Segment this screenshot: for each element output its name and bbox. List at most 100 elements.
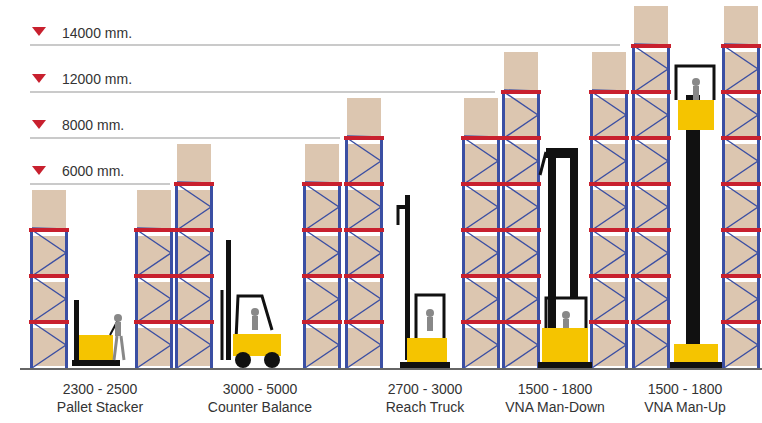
vna-fork — [540, 152, 546, 175]
rack-brace — [504, 276, 538, 299]
pallet-load — [137, 190, 171, 228]
rack-brace — [32, 230, 66, 253]
forklift-cab — [236, 296, 272, 340]
height-marker — [32, 74, 46, 83]
stacker-forks — [72, 360, 120, 366]
rack-brace — [504, 138, 538, 161]
rack-brace — [634, 322, 668, 345]
operator-figure — [121, 336, 124, 360]
rack-brace — [592, 276, 626, 299]
rack-brace — [177, 322, 211, 345]
truck-name: VNA Man-Up — [644, 400, 726, 415]
rack-brace — [305, 299, 339, 322]
rack-brace — [724, 92, 758, 115]
rack-brace — [634, 207, 668, 230]
vna-base — [538, 362, 592, 368]
forklift-fork — [221, 290, 224, 360]
rack-beam — [461, 228, 501, 232]
vna-up-cab — [678, 100, 714, 112]
height-line — [30, 44, 620, 46]
rack-brace — [634, 115, 668, 138]
rack-brace — [177, 276, 211, 299]
rack-brace — [137, 322, 171, 345]
rack-brace — [32, 276, 66, 299]
reach-mast — [405, 195, 410, 360]
rack-beam — [721, 228, 761, 232]
rack-brace — [347, 184, 381, 207]
rack-brace — [305, 276, 339, 299]
rack-beam — [174, 274, 214, 278]
rack-beam — [501, 90, 541, 94]
rack-upright — [30, 228, 33, 368]
rack-brace — [464, 230, 498, 253]
rack-beam — [174, 228, 214, 232]
rack-brace — [347, 253, 381, 276]
vna-up-mast — [686, 95, 700, 360]
pallet-load — [724, 6, 758, 44]
rack-brace — [177, 230, 211, 253]
aisle-width: 1500 - 1800 — [648, 382, 723, 397]
vna-up-cage — [676, 66, 714, 100]
forklift-wheel — [264, 352, 280, 368]
rack-brace — [137, 276, 171, 299]
rack-beam — [134, 274, 174, 278]
rack-brace — [177, 253, 211, 276]
rack-brace — [724, 253, 758, 276]
rack-brace — [347, 138, 381, 161]
rack-beam — [631, 136, 671, 140]
rack-beam — [461, 136, 501, 140]
aisle-width: 2700 - 3000 — [388, 382, 463, 397]
operator-figure — [114, 336, 117, 360]
rack-brace — [504, 253, 538, 276]
pallet-load — [305, 144, 339, 182]
rack-brace — [464, 184, 498, 207]
rack-brace — [305, 184, 339, 207]
stacker-body — [79, 335, 113, 360]
rack-beam — [631, 228, 671, 232]
rack-brace — [347, 161, 381, 184]
rack-brace — [464, 207, 498, 230]
rack-brace — [504, 345, 538, 368]
rack-beam — [134, 320, 174, 324]
forklift-wheel — [235, 352, 251, 368]
rack-brace — [634, 69, 668, 92]
pallet-load — [592, 52, 626, 90]
height-line — [30, 91, 495, 93]
height-label: 14000 mm. — [60, 26, 134, 41]
rack-brace — [634, 345, 668, 368]
rack-brace — [347, 230, 381, 253]
rack-beam — [302, 320, 342, 324]
rack-brace — [305, 207, 339, 230]
rack-upright — [497, 136, 500, 368]
rack-beam — [721, 320, 761, 324]
height-marker — [32, 166, 46, 175]
rack-brace — [504, 92, 538, 115]
rack-brace — [724, 69, 758, 92]
rack-brace — [592, 115, 626, 138]
rack-brace — [177, 184, 211, 207]
rack-brace — [592, 322, 626, 345]
rack-upright — [170, 228, 173, 368]
rack-brace — [634, 161, 668, 184]
height-label: 8000 mm. — [60, 118, 126, 133]
rack-brace — [347, 276, 381, 299]
truck-name: Pallet Stacker — [57, 400, 143, 415]
truck-name: Reach Truck — [386, 400, 465, 415]
rack-beam — [344, 320, 384, 324]
rack-brace — [464, 299, 498, 322]
rack-beam — [631, 44, 671, 48]
rack-brace — [137, 345, 171, 368]
reach-base — [400, 362, 450, 368]
rack-brace — [504, 322, 538, 345]
rack-beam — [631, 182, 671, 186]
rack-brace — [464, 322, 498, 345]
rack-brace — [347, 345, 381, 368]
operator-figure — [427, 317, 433, 331]
rack-beam — [344, 182, 384, 186]
rack-brace — [177, 345, 211, 368]
rack-brace — [634, 92, 668, 115]
rack-brace — [634, 276, 668, 299]
aisle-width: 1500 - 1800 — [518, 382, 593, 397]
rack-upright — [380, 136, 383, 368]
